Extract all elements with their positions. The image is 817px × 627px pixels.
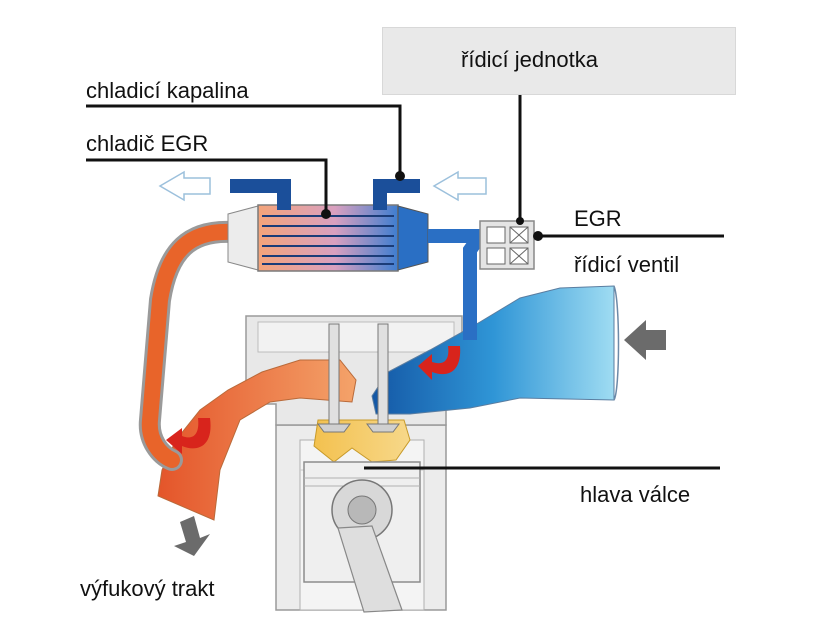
egr-control-valve [479,220,535,270]
control-unit-label: řídicí jednotka [461,47,598,72]
exhaust-port [157,359,357,521]
exhaust-out-arrow [174,516,210,556]
connecting-rod [337,525,403,613]
coolant-in-arrow [432,170,487,202]
coolant-outlet-pipe [230,179,291,210]
cylinder-head-label: hlava válce [580,482,691,507]
egr-recirc-arrow-intake [418,346,461,380]
exhaust-label: výfukový trakt [80,576,215,601]
coolant-label: chladicí kapalina [86,78,249,103]
egr-cooler-label: chladič EGR [86,131,209,156]
exhaust-valve [317,323,351,433]
intake-port [371,285,615,415]
egr-valve-label-line1: EGR [574,206,622,231]
egr-valve-label-line2: řídicí ventil [574,252,680,277]
egr-cool-pipe [428,229,494,340]
coolant-inlet-pipe [373,179,420,210]
coolant-out-arrow [158,170,211,202]
leader-dots [321,171,543,241]
intake-air-arrow [624,320,666,360]
egr-recirc-arrow-exhaust [166,418,211,454]
control-unit-box [382,27,736,95]
leader-lines [86,95,724,470]
intake-valve [366,323,400,433]
